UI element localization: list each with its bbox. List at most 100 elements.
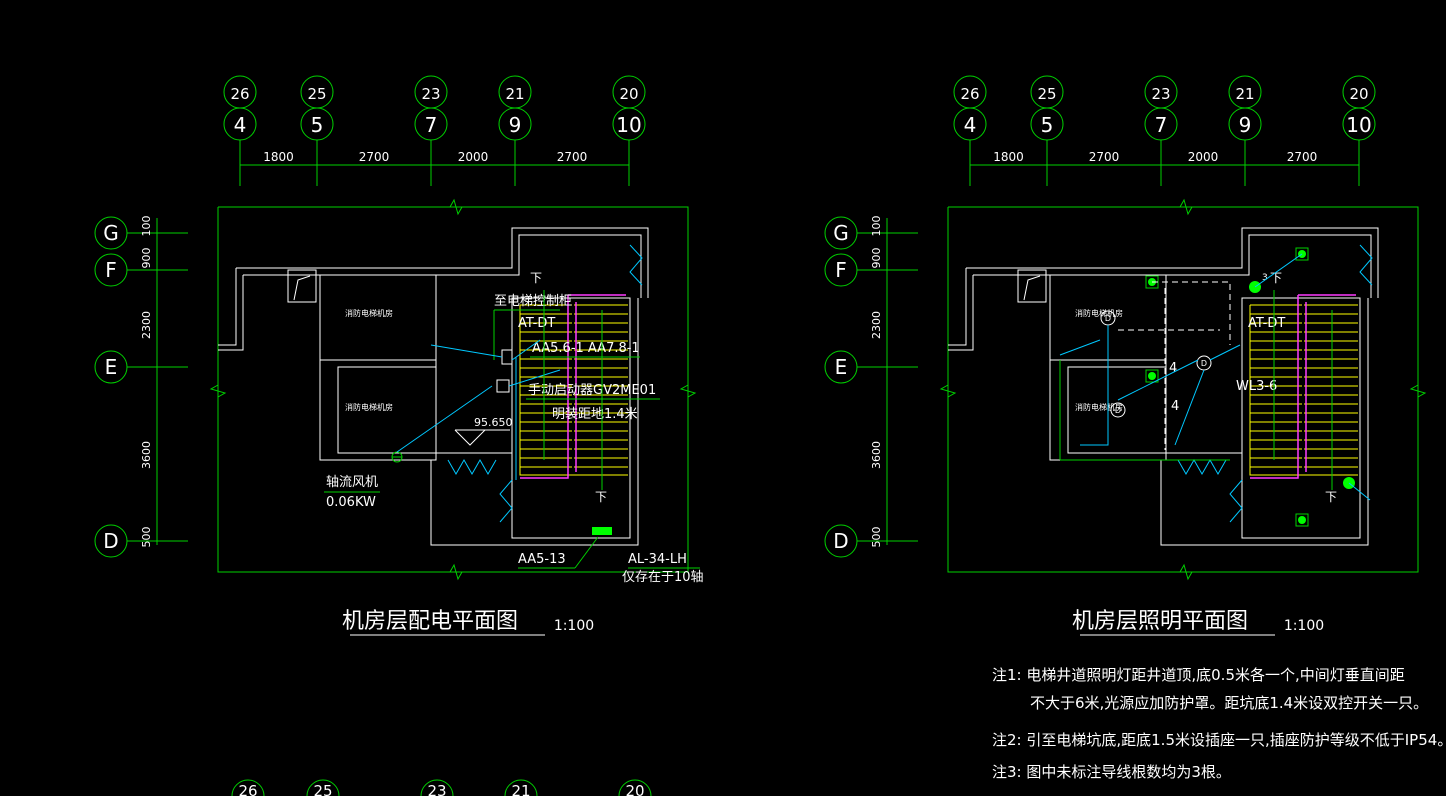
mount-label: 明装距地1.4米	[552, 407, 638, 422]
room-label: 消防电梯机房	[345, 308, 393, 318]
axis-number-bottom: 7	[425, 113, 438, 137]
side-axis-letter: D	[103, 529, 118, 553]
plan-scale: 1:100	[1284, 618, 1324, 634]
wall	[430, 298, 639, 546]
wall	[218, 268, 237, 346]
room-label: 消防电梯机房	[1075, 308, 1123, 318]
wire-count: 4	[1171, 399, 1179, 414]
side-dim-label: 100	[140, 216, 153, 237]
wire	[1059, 339, 1101, 356]
stair-edge	[519, 305, 628, 476]
stair-down-label: 下	[1270, 271, 1282, 285]
axis-number-partial: 21	[511, 782, 530, 796]
plan-title: 机房层配电平面图	[342, 609, 518, 634]
axis-bubble-partial	[420, 779, 454, 796]
light-d-label: D	[1105, 314, 1111, 323]
wall	[948, 275, 974, 351]
axis-number-bottom: 10	[1346, 113, 1371, 137]
light-fixture	[1145, 369, 1159, 383]
axis-number-top: 25	[1037, 85, 1056, 103]
fan-power-label: 0.06KW	[326, 495, 376, 510]
stair-shaft	[1241, 297, 1361, 539]
axis-number-top: 21	[1235, 85, 1254, 103]
axis-number-top: 26	[960, 85, 979, 103]
axis-number-partial: 23	[427, 782, 446, 796]
wire	[1174, 369, 1205, 446]
side-dim-label: 3600	[140, 441, 153, 469]
note-3: 注3: 图中未标注导线根数均为3根。	[992, 763, 1231, 781]
side-dim-label: 3600	[870, 441, 883, 469]
wire	[1080, 325, 1109, 446]
window-mark	[1177, 458, 1227, 476]
axis-number-partial: 26	[238, 782, 257, 796]
control-box	[501, 349, 513, 365]
panel-note: 仅存在于10轴	[622, 570, 704, 585]
dim-label: 2700	[359, 150, 390, 164]
side-dim-label: 100	[870, 216, 883, 237]
wall	[973, 234, 1372, 298]
axis-number-bottom: 5	[311, 113, 324, 137]
axis-number-partial: 25	[313, 782, 332, 796]
wire	[1209, 344, 1241, 361]
side-axis-letter: E	[105, 355, 118, 379]
panel-label: 至电梯控制柜	[494, 294, 572, 309]
side-axis-letter: F	[105, 258, 117, 282]
elevation-label: 95.650	[474, 416, 513, 429]
axis-number-bottom: 7	[1155, 113, 1168, 137]
wire	[508, 369, 561, 387]
break-mark	[209, 384, 227, 398]
plan-scale: 1:100	[554, 618, 594, 634]
stair-down-label: 下	[595, 490, 607, 504]
light-d-label: D	[1201, 359, 1207, 368]
wall	[948, 268, 967, 346]
stair-edge	[1249, 305, 1358, 476]
dashed-wire	[1152, 281, 1231, 345]
axis-number-bottom: 5	[1041, 113, 1054, 137]
panel-code: AT-DT	[1248, 316, 1285, 331]
axis-bubble-partial	[306, 779, 340, 796]
light-d-circle	[1110, 402, 1126, 418]
axis-number-top: 25	[307, 85, 326, 103]
leader-line	[574, 536, 599, 569]
duct	[287, 269, 317, 303]
axis-number-top: 21	[505, 85, 524, 103]
wire	[396, 385, 493, 453]
circuit-label: AA5.6-1 AA7.8-1	[532, 341, 640, 356]
side-dim-label: 900	[140, 248, 153, 269]
side-dim-label: 500	[870, 527, 883, 548]
shaft-rail	[520, 295, 569, 479]
axis-number-top: 23	[1151, 85, 1170, 103]
axis-bubble-partial	[504, 779, 538, 796]
distribution-panel	[592, 527, 612, 535]
shaft-rail	[1250, 295, 1299, 479]
wall	[218, 275, 244, 351]
window-mark	[447, 458, 497, 476]
stair-down-label: 下	[530, 271, 542, 285]
side-axis-letter: G	[103, 221, 119, 245]
light-fixture	[1295, 513, 1309, 527]
light-lamp	[1148, 372, 1156, 380]
wire	[1254, 253, 1303, 288]
window-mark	[1359, 244, 1373, 286]
stair-down-label: 下	[1325, 490, 1337, 504]
elevation-marker	[454, 429, 487, 446]
window-mark	[499, 479, 513, 523]
wire	[430, 344, 503, 358]
wire-count: 4	[1169, 361, 1177, 376]
dim-label: 2700	[1089, 150, 1120, 164]
wall	[243, 234, 642, 298]
outer-boundary	[217, 206, 689, 573]
light-fixture	[1295, 247, 1309, 261]
side-axis-letter: F	[835, 258, 847, 282]
axis-number-top: 26	[230, 85, 249, 103]
axis-number-bottom: 4	[234, 113, 247, 137]
break-mark	[1179, 198, 1193, 216]
axis-number-bottom: 4	[964, 113, 977, 137]
side-dim-label: 2300	[870, 311, 883, 339]
light-lamp	[1298, 516, 1306, 524]
side-dim-label: 500	[140, 527, 153, 548]
wire	[511, 339, 541, 361]
